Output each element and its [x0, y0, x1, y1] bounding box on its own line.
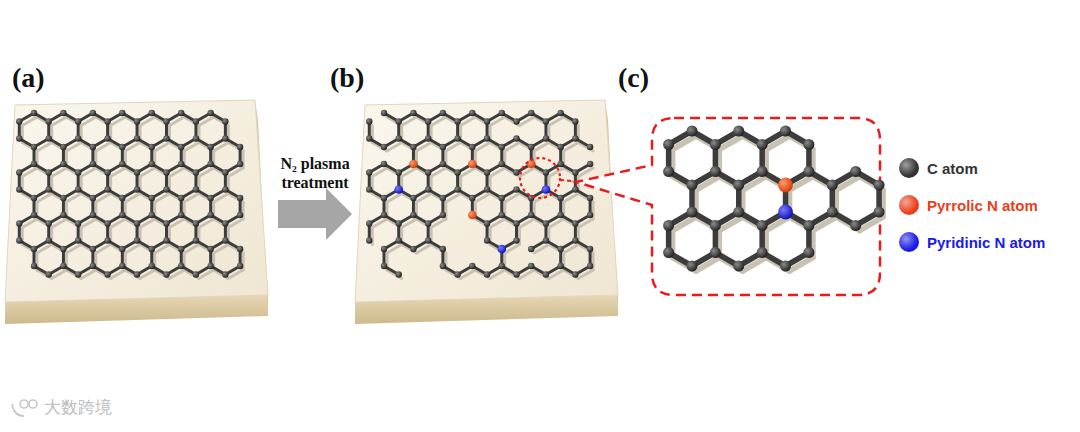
process-label: N₂ plasma treatment: [272, 154, 358, 192]
legend-text: Pyridinic N atom: [927, 234, 1045, 251]
process-arrow: [278, 188, 352, 240]
doped-graphene-lattice: [366, 110, 593, 279]
legend-swatch: [899, 158, 919, 178]
legend-item: Pyrrolic N atom: [899, 195, 1038, 215]
legend-text: Pyrrolic N atom: [927, 197, 1038, 214]
panel-label: (a): [12, 62, 45, 94]
legend-item: C atom: [899, 158, 978, 178]
zoom-circle: [520, 158, 560, 198]
watermark: 大数跨境: [44, 396, 112, 419]
legend-text: C atom: [927, 160, 978, 177]
graphene-lattice: [16, 110, 243, 279]
panel-label: (c): [618, 62, 649, 94]
watermark-logo: [12, 400, 37, 416]
legend-swatch: [899, 232, 919, 252]
zoomed-lattice: [663, 126, 884, 272]
substrate-a: [5, 100, 268, 324]
panel-label: (b): [330, 62, 364, 94]
legend-swatch: [899, 195, 919, 215]
substrate-b: [355, 100, 618, 324]
zoom-leader: [560, 180, 572, 181]
legend-item: Pyridinic N atom: [899, 232, 1045, 252]
zoom-callout: [576, 118, 880, 295]
